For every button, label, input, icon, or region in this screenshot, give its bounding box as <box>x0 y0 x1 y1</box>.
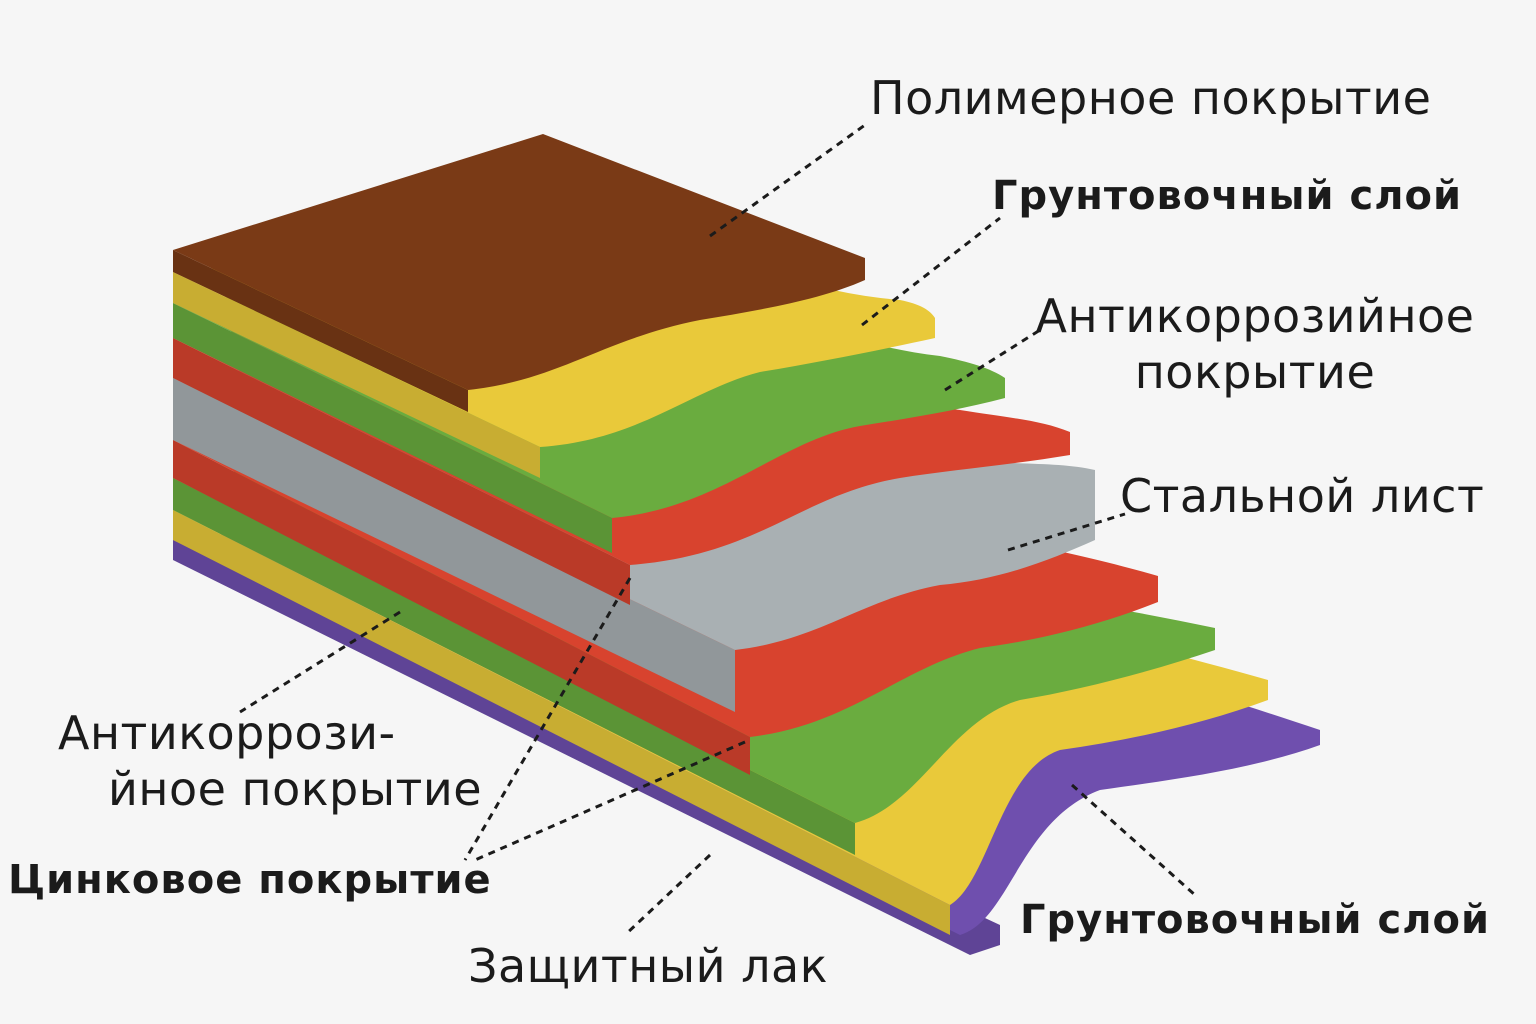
label-steel-sheet: Стальной лист <box>1120 469 1485 523</box>
layer-zinc-top-side <box>173 338 630 605</box>
leader-zinc-a <box>463 577 632 861</box>
label-anticorrosion-right-line2: покрытие <box>1134 345 1376 399</box>
label-anticorrosion-left-line1: Антикоррози- <box>58 706 396 760</box>
leader-varnish <box>623 853 712 937</box>
leader-anticorrosion-right <box>944 328 1041 392</box>
label-zinc-coating: Цинковое покрытие <box>8 857 492 903</box>
layer-polymer-side <box>173 250 468 412</box>
label-polymer-coating: Полимерное покрытие <box>870 71 1432 125</box>
label-anticorrosion-left-line2: йное покрытие <box>108 762 483 816</box>
layer-steel-side <box>173 378 735 712</box>
leader-lines <box>239 123 1196 937</box>
label-protective-varnish: Защитный лак <box>468 939 828 993</box>
label-primer-top: Грунтовочный слой <box>992 173 1463 219</box>
layer-polymer <box>173 134 865 412</box>
label-anticorrosion-left: Антикоррози- йное покрытие <box>58 705 482 817</box>
label-anticorrosion-right-line1: Антикоррозийное <box>1035 289 1475 343</box>
leader-primer-top <box>861 216 1001 327</box>
layer-polymer-top <box>173 134 865 390</box>
layer-primer-bottom-side <box>173 510 950 935</box>
layer-anticorrosion-bottom-side <box>173 478 855 855</box>
layer-zinc-bottom-side <box>173 440 750 775</box>
label-primer-bottom: Грунтовочный слой <box>1020 897 1491 943</box>
leader-primer-bottom <box>1071 783 1196 897</box>
leader-anticorrosion-left <box>239 610 401 714</box>
leader-polymer <box>709 123 866 238</box>
leader-zinc-b <box>474 740 746 862</box>
layer-primer-top-side <box>173 272 540 478</box>
label-anticorrosion-right: Антикоррозийное покрытие <box>1020 288 1490 400</box>
layer-anticorrosion-top-side <box>173 303 612 553</box>
